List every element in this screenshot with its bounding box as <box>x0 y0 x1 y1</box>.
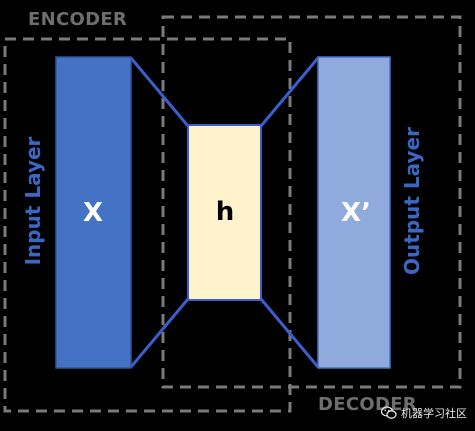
watermark-text: 机器学习社区 <box>401 407 467 420</box>
input-symbol: X <box>82 198 104 228</box>
output-layer-label: Output Layer <box>400 127 424 275</box>
encoder-label: ENCODER <box>26 9 130 30</box>
hidden-symbol: h <box>215 197 235 227</box>
watermark: 机器学习社区 <box>381 405 467 421</box>
input-block <box>55 56 132 369</box>
decoder-connector-bottom <box>259 298 320 368</box>
output-symbol: X’ <box>341 198 371 228</box>
output-block <box>317 56 391 369</box>
wechat-icon <box>381 406 397 419</box>
decoder-frame <box>161 15 462 389</box>
decoder-connector-top <box>259 57 320 127</box>
encoder-connector-bottom <box>129 298 190 368</box>
encoder-frame <box>3 37 292 413</box>
input-layer-label: Input Layer <box>21 136 45 266</box>
encoder-connector-top <box>129 57 190 127</box>
hidden-block <box>187 124 262 301</box>
